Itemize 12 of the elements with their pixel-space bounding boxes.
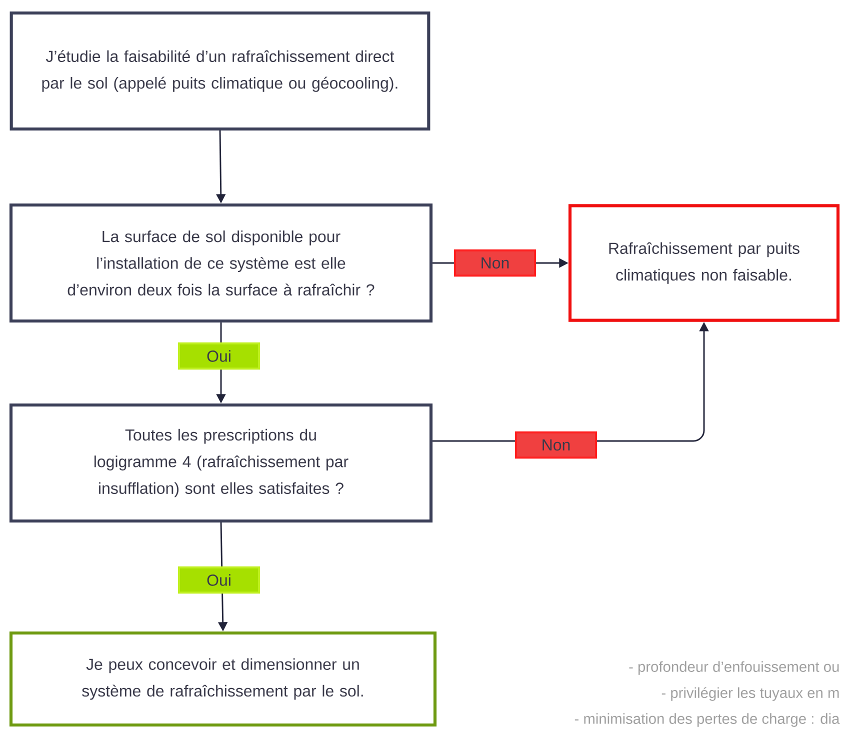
edge-label: Non: [515, 431, 597, 459]
note-text: - privilégier les tuyaux en m: [662, 687, 839, 701]
process-box: La surface de sol disponible pour l’installation de ce système est elle d’environ deux fois la surface à rafraîchir ?: [9, 203, 433, 323]
process-box: Toutes les prescriptions du logigramme 4 (rafraîchissement par insufflation) sont elles satisfaites ?: [9, 403, 433, 523]
process-box: Rafraîchissement par puits climatiques non faisable.: [568, 204, 840, 322]
process-box: J’étudie la faisabilité d’un rafraîchissement direct par le sol (appelé puits climatique ou géocooling).: [10, 11, 430, 131]
process-box: Je peux concevoir et dimensionner un système de rafraîchissement par le sol.: [9, 631, 437, 727]
edge-label: Oui: [178, 342, 260, 370]
note-text: - profondeur d’enfouissement ou: [629, 661, 839, 675]
edge-label: Non: [454, 249, 536, 277]
edge-label: Oui: [178, 566, 260, 594]
note-text: - minimisation des pertes de charge : dia: [574, 713, 840, 727]
